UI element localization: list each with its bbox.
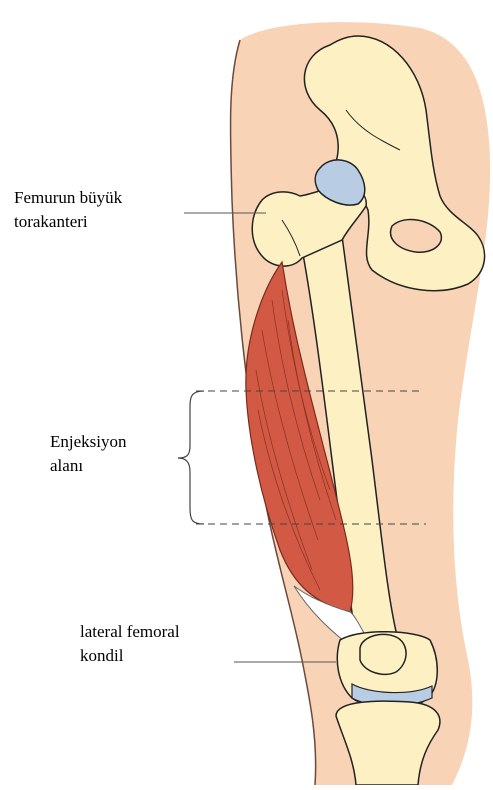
injection-area-brace (178, 391, 204, 524)
lateral-condyle-label-line-2: kondil (80, 644, 180, 668)
injection-area-label: Enjeksiyon alanı (50, 430, 127, 478)
injection-area-label-line-2: alanı (50, 454, 127, 478)
greater-trochanter-label: Femurun büyük torakanteri (14, 186, 122, 234)
greater-trochanter-label-line-1: Femurun büyük (14, 186, 122, 210)
injection-area-label-line-1: Enjeksiyon (50, 430, 127, 454)
patella (360, 634, 406, 674)
greater-trochanter-label-line-2: torakanteri (14, 210, 122, 234)
lateral-condyle-label-line-1: lateral femoral (80, 620, 180, 644)
lateral-condyle-label: lateral femoral kondil (80, 620, 180, 668)
